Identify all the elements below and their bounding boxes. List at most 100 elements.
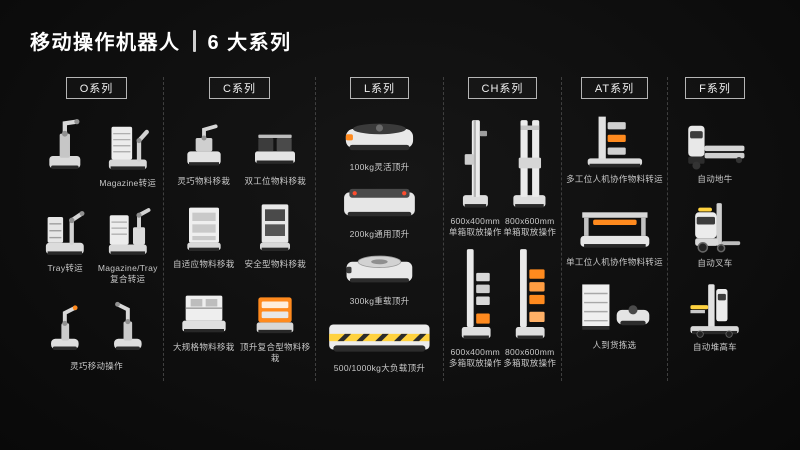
robot-caption: 自动地牛 <box>697 174 733 184</box>
robot-figure <box>34 294 97 356</box>
robot-figure: 600x400mm 多箱取放操作 <box>448 244 503 369</box>
robot-figure: 800x600mm 单箱取放操作 <box>503 113 558 238</box>
robot-figure: 自动叉车 <box>672 197 758 269</box>
series-chip-wrap: C系列 <box>168 77 311 99</box>
page-title: 移动操作机器人 <box>30 32 181 54</box>
robot-row: Magazine转运 <box>34 113 159 189</box>
forklift-icon <box>686 197 744 255</box>
robot-figure: Magazine/Tray 复合转运 <box>97 198 160 285</box>
robot-row: 大规格物料移栽顶升复合型物料移栽 <box>168 279 311 364</box>
series-column-3: L系列 100kg灵活顶升 200kg通用顶升 300kg重载顶升 500/1000kg… <box>316 77 444 382</box>
robot-row <box>34 294 159 356</box>
mast-multi-800-icon <box>509 244 550 344</box>
series-chip-wrap: O系列 <box>34 77 159 99</box>
robot-caption: 单工位人机协作物料转运 <box>566 257 663 268</box>
robot-figure: 800x600mm 多箱取放操作 <box>503 244 558 369</box>
small-arm-2-icon <box>102 294 154 356</box>
series-label-chip: CH系列 <box>467 77 538 99</box>
robot-row: 人到货拣选 <box>566 279 663 351</box>
robot-row: 自动叉车 <box>672 197 758 269</box>
grip-bot-icon <box>179 113 229 173</box>
at-single-icon <box>575 196 655 254</box>
series-chip-wrap: CH系列 <box>448 77 557 99</box>
pallet-truck-icon <box>681 113 750 171</box>
robot-row: 多工位人机协作物料转运 <box>566 113 663 185</box>
robot-caption: 人到货拣选 <box>592 340 637 351</box>
robot-figure: 自适应物料移栽 <box>168 196 240 270</box>
robot-figure: Magazine转运 <box>97 113 160 189</box>
robot-figure: 灵巧物料移栽 <box>168 113 240 187</box>
robot-caption: 自适应物料移栽 <box>172 259 235 270</box>
agv-100-icon <box>337 113 422 159</box>
mast-single-600-icon <box>454 113 497 213</box>
robot-caption: Tray转运 <box>47 263 83 274</box>
robot-figure: Tray转运 <box>34 198 97 285</box>
robot-figure <box>34 113 97 189</box>
agv-500-icon <box>325 314 434 360</box>
stacker-icon <box>684 281 745 339</box>
robot-caption: 灵巧物料移栽 <box>177 176 231 186</box>
robot-row-caption: 灵巧移动操作 <box>70 361 123 372</box>
series-label-chip: O系列 <box>65 77 128 99</box>
agv-300-icon <box>340 247 419 293</box>
robot-row: 单工位人机协作物料转运 <box>566 196 663 268</box>
robot-figure: 安全型物料移栽 <box>240 196 312 270</box>
robot-caption: 自动堆高车 <box>692 342 737 353</box>
robot-caption: 500/1000kg大负载顶升 <box>333 363 426 374</box>
series-column-1: O系列 Magazine转运 Tray转运 Magazine/Tray 复合转运灵巧移… <box>30 77 164 382</box>
lift-combo-bot-icon <box>250 279 300 339</box>
series-column-2: C系列灵巧物料移栽 双工位物料移栽自适应物料移栽安全型物料移栽大规格物料移栽顶升复… <box>164 77 316 382</box>
robot-row: 自适应物料移栽安全型物料移栽 <box>168 196 311 270</box>
robot-figure: 双工位物料移栽 <box>240 113 312 187</box>
magazine-arm-icon <box>102 113 154 175</box>
robot-caption: Magazine/Tray 复合转运 <box>97 263 158 285</box>
series-chip-wrap: F系列 <box>672 77 758 99</box>
robot-caption: 自动叉车 <box>697 258 733 269</box>
robot-figure: 300kg重载顶升 <box>320 247 439 307</box>
robot-row: 500/1000kg大负载顶升 <box>320 314 439 374</box>
robot-caption: Magazine转运 <box>99 178 157 188</box>
robot-caption: 多工位人机协作物料转运 <box>566 174 663 184</box>
series-chip-wrap: L系列 <box>320 77 439 99</box>
at-pick-icon <box>575 279 655 337</box>
mast-single-800-icon <box>508 113 551 213</box>
robot-figure: 100kg灵活顶升 <box>320 113 439 173</box>
robot-figure: 自动堆高车 <box>672 281 758 353</box>
robot-caption: 800x600mm 多箱取放操作 <box>503 347 557 369</box>
robot-figure: 单工位人机协作物料转运 <box>566 196 663 268</box>
small-arm-icon <box>39 294 91 356</box>
robot-caption: 600x400mm 多箱取放操作 <box>448 347 502 369</box>
big-bot-icon <box>179 279 229 339</box>
adapt-bot-icon <box>179 196 229 256</box>
robot-row: 300kg重载顶升 <box>320 247 439 307</box>
robot-figure: 多工位人机协作物料转运 <box>566 113 663 185</box>
title-divider <box>192 29 196 52</box>
robot-caption: 100kg灵活顶升 <box>349 162 410 172</box>
robot-figure: 人到货拣选 <box>566 279 663 351</box>
slide-header: 移动操作机器人 6 大系列 <box>30 26 770 55</box>
robot-caption: 安全型物料移栽 <box>244 259 307 270</box>
series-label-chip: AT系列 <box>580 77 649 99</box>
series-label-chip: C系列 <box>209 77 270 99</box>
robot-figure: 顶升复合型物料移栽 <box>240 279 312 364</box>
twin-bot-icon <box>250 113 300 173</box>
robot-row: 自动堆高车 <box>672 281 758 353</box>
robot-row: 100kg灵活顶升 <box>320 113 439 173</box>
robot-caption: 300kg重载顶升 <box>349 296 410 307</box>
arm-lift-icon <box>39 113 91 175</box>
robot-row: Tray转运 Magazine/Tray 复合转运 <box>34 198 159 285</box>
dual-arm-icon <box>102 198 154 260</box>
robot-figure: 600x400mm 单箱取放操作 <box>448 113 503 238</box>
robot-row: 200kg通用顶升 <box>320 180 439 240</box>
series-column-5: AT系列多工位人机协作物料转运单工位人机协作物料转运人到货拣选 <box>562 77 668 382</box>
tray-arm-icon <box>39 198 91 260</box>
robot-caption: 200kg通用顶升 <box>349 229 410 240</box>
robot-caption: 顶升复合型物料移栽 <box>240 342 311 364</box>
robot-row: 自动地牛 <box>672 113 758 185</box>
series-label-chip: F系列 <box>685 77 745 99</box>
series-column-6: F系列自动地牛自动叉车自动堆高车 <box>668 77 762 381</box>
robot-caption: 双工位物料移栽 <box>244 176 307 186</box>
safe-bot-icon <box>250 196 300 256</box>
